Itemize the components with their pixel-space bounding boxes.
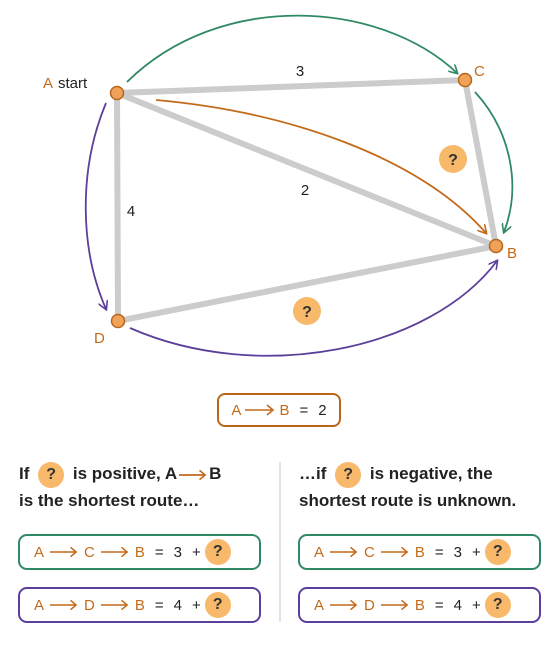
route-plus: + [191, 543, 201, 561]
question-badge: ? [484, 592, 511, 618]
arrow-right-icon [380, 599, 409, 611]
weight-a-d: 4 [127, 203, 135, 220]
route-box-a-c-b-left: A C B = 3 + ? [18, 534, 261, 570]
node-a-start-label: start [58, 75, 88, 92]
edge-a-c [114, 77, 468, 96]
route-arrow-c-b [474, 91, 514, 232]
arrow-right-icon [245, 404, 275, 416]
route-arrow-a-c [126, 14, 457, 83]
route-arrow-d-b [129, 261, 497, 357]
node-c [457, 72, 473, 88]
route-node: B [134, 543, 145, 561]
summary-to: B [279, 401, 290, 419]
route-node: A [314, 596, 325, 614]
summary-eq: = [299, 401, 309, 419]
question-badge: ? [38, 461, 65, 488]
summary-box: A B = 2 [217, 393, 341, 427]
route-eq: = [434, 596, 444, 614]
route-node: D [84, 596, 95, 614]
route-eq: = [154, 543, 164, 561]
route-box-a-d-b-left: A D B = 4 + ? [18, 587, 261, 623]
arrow-right-icon [179, 469, 207, 480]
route-node: B [414, 543, 425, 561]
route-node: A [34, 543, 45, 561]
route-value: 3 [173, 543, 182, 561]
route-node: C [364, 543, 375, 561]
summary-from: A [231, 401, 242, 419]
route-value: 4 [453, 596, 462, 614]
weight-c-b: ? [439, 145, 467, 173]
node-a-label: A [43, 75, 53, 92]
left-caption-post: is positive, A [72, 464, 178, 483]
route-node: B [134, 596, 145, 614]
column-divider [279, 462, 281, 622]
arrow-right-icon [50, 546, 78, 558]
question-badge: ? [204, 592, 231, 618]
route-plus: + [191, 596, 201, 614]
edge-a-b [114, 90, 499, 249]
arrow-right-icon [330, 599, 358, 611]
arrow-right-icon [100, 599, 129, 611]
node-d-label: D [94, 330, 105, 347]
route-node: A [34, 596, 45, 614]
route-plus: + [471, 543, 481, 561]
weight-d-b: ? [293, 297, 321, 325]
summary-value: 2 [318, 401, 327, 419]
route-node: D [364, 596, 375, 614]
route-arrow-a-b [155, 99, 486, 233]
edge-d-b [115, 243, 499, 324]
route-node: A [314, 543, 325, 561]
arrow-right-icon [380, 546, 409, 558]
route-node: C [84, 543, 95, 561]
route-value: 3 [453, 543, 462, 561]
left-caption: If ? is positive, A B is the shortest ro… [19, 461, 221, 513]
edge-a-d [114, 90, 121, 324]
route-box-a-d-b-right: A D B = 4 + ? [298, 587, 541, 623]
right-caption: …if ? is negative, the shortest route is… [299, 461, 516, 513]
node-d [110, 313, 126, 329]
node-a [109, 85, 125, 101]
route-arrow-a-d [84, 102, 106, 309]
route-plus: + [471, 596, 481, 614]
route-eq: = [434, 543, 444, 561]
weight-d-b-text: ? [302, 304, 312, 321]
left-caption-node: B [209, 464, 222, 483]
arrow-right-icon [50, 599, 78, 611]
node-c-label: C [474, 63, 485, 80]
left-caption-pre: If [19, 464, 30, 483]
node-b [488, 238, 504, 254]
right-caption-post: is negative, the [369, 464, 493, 483]
arrow-right-icon [330, 546, 358, 558]
route-value: 4 [173, 596, 182, 614]
node-b-label: B [507, 245, 517, 262]
edge-c-b [462, 77, 499, 249]
left-caption-line2: is the shortest route… [19, 490, 200, 510]
route-box-a-c-b-right: A C B = 3 + ? [298, 534, 541, 570]
right-caption-line2: shortest route is unknown. [299, 490, 517, 510]
weight-c-b-text: ? [448, 152, 458, 169]
weight-a-b: 2 [301, 182, 309, 199]
route-node: B [414, 596, 425, 614]
question-badge: ? [335, 461, 362, 488]
weight-a-c: 3 [296, 63, 304, 80]
question-badge: ? [204, 539, 231, 565]
arrow-right-icon [100, 546, 129, 558]
right-caption-pre: …if [299, 464, 327, 483]
route-eq: = [154, 596, 164, 614]
question-badge: ? [484, 539, 511, 565]
